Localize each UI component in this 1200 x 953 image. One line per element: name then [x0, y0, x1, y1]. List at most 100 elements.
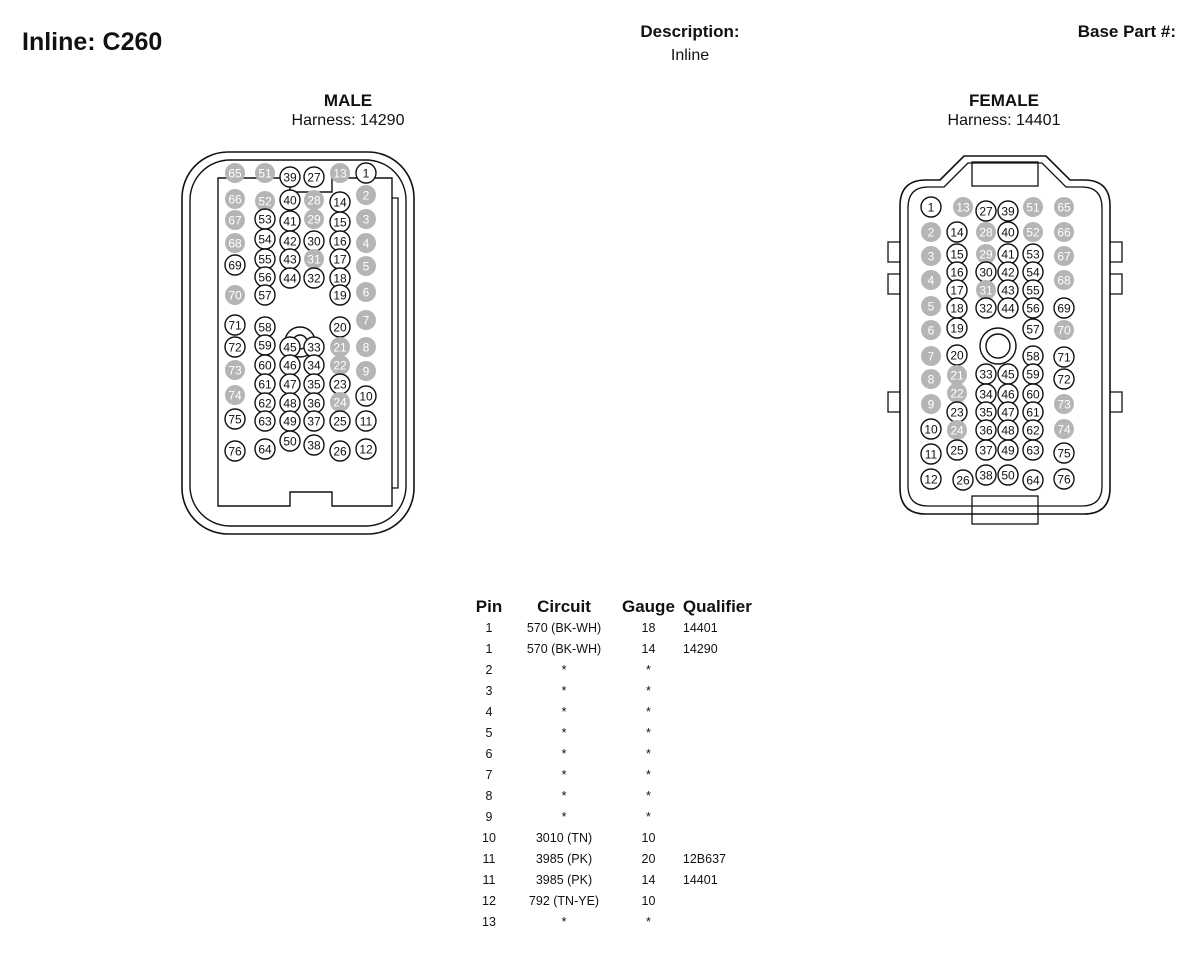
male-pin-label-37: 37: [307, 415, 321, 429]
circuit-cell: *: [561, 663, 567, 677]
female-pin-6: [921, 320, 941, 340]
gauge-cell: *: [646, 789, 651, 803]
male-pin-8: [356, 337, 376, 357]
female-pin-label-6: 6: [928, 324, 935, 338]
male-pin-label-2: 2: [363, 189, 370, 203]
male-pin-65: [225, 163, 245, 183]
circuit-cell: *: [561, 768, 567, 782]
female-pin-label-65: 65: [1057, 201, 1071, 215]
female-pin-label-52: 52: [1026, 226, 1040, 240]
male-pin-label-53: 53: [258, 213, 272, 227]
male-pin-63: [254, 410, 276, 432]
female-pin-label-63: 63: [1026, 444, 1040, 458]
female-pin-label-3: 3: [928, 250, 935, 264]
female-bottom-latch: [971, 495, 1039, 525]
female-pin-7: [921, 346, 941, 366]
female-pin-label-12: 12: [924, 473, 938, 487]
male-pin-label-66: 66: [228, 193, 242, 207]
gauge-cell: *: [646, 915, 651, 929]
female-pin-68: [1054, 270, 1074, 290]
female-pin-11: [920, 443, 942, 465]
female-pin-label-24: 24: [950, 424, 964, 438]
male-pin-label-35: 35: [307, 378, 321, 392]
female-pin-38: [975, 464, 997, 486]
female-pin-26: [952, 469, 974, 491]
female-pin-label-44: 44: [1001, 302, 1015, 316]
female-pin-1: [920, 196, 942, 218]
male-pin-32: [303, 267, 325, 289]
table-row: 3**: [468, 681, 763, 702]
female-pin-label-55: 55: [1026, 284, 1040, 298]
female-pin-label-31: 31: [979, 284, 993, 298]
circuit-cell: *: [561, 810, 567, 824]
table-row: 6**: [468, 744, 763, 765]
base-part-label: Base Part #:: [1077, 22, 1176, 41]
qualifier-cell: [679, 807, 763, 828]
male-pin-74: [225, 385, 245, 405]
male-pin-5: [356, 256, 376, 276]
male-pin-12: [355, 438, 377, 460]
male-pin-31: [304, 249, 324, 269]
pin-cell: 1: [485, 642, 493, 656]
female-pin-label-28: 28: [979, 226, 993, 240]
female-pin-label-35: 35: [979, 406, 993, 420]
female-pin-label-29: 29: [979, 248, 993, 262]
pin-cell: 12: [482, 894, 496, 908]
circuit-cell: 3010 (TN): [535, 831, 593, 845]
male-pin-label-45: 45: [283, 341, 297, 355]
female-pin-76: [1053, 468, 1075, 490]
male-pin-label-12: 12: [359, 443, 373, 457]
male-pin-label-58: 58: [258, 321, 272, 335]
male-pin-label-16: 16: [333, 235, 347, 249]
circuit-cell: *: [561, 915, 567, 929]
pin-cell: 6: [485, 747, 493, 761]
female-pin-51: [1023, 197, 1043, 217]
male-pin-label-34: 34: [307, 359, 321, 373]
female-pin-label-42: 42: [1001, 266, 1015, 280]
male-pin-44: [279, 267, 301, 289]
circuit-cell: 570 (BK-WH): [526, 621, 602, 635]
pin-cell: 10: [482, 831, 496, 845]
male-pin-label-68: 68: [228, 237, 242, 251]
qualifier-cell: 12B637: [682, 852, 727, 866]
male-pin-57: [254, 284, 276, 306]
male-pin-label-47: 47: [283, 378, 297, 392]
male-pin-27: [303, 166, 325, 188]
male-pin-label-9: 9: [363, 365, 370, 379]
pin-cell: 9: [485, 810, 493, 824]
gauge-cell: 14: [641, 873, 656, 887]
male-pin-11: [355, 410, 377, 432]
female-pin-57: [1022, 318, 1044, 340]
female-pin-label-19: 19: [950, 322, 964, 336]
qualifier-cell: 14401: [682, 621, 718, 635]
male-pin-51: [255, 163, 275, 183]
female-pin-label-21: 21: [950, 369, 964, 383]
female-pin-label-61: 61: [1026, 406, 1040, 420]
male-pin-label-18: 18: [333, 272, 347, 286]
gauge-cell: *: [646, 684, 651, 698]
male-pin-label-33: 33: [307, 341, 321, 355]
female-pin-64: [1022, 469, 1044, 491]
female-pin-39: [997, 200, 1019, 222]
male-pin-label-61: 61: [258, 378, 272, 392]
female-harness-label: Harness: 14401: [947, 112, 1061, 129]
female-pin-21: [947, 365, 967, 385]
circuit-cell: 3985 (PK): [535, 873, 593, 887]
male-pin-label-76: 76: [228, 445, 242, 459]
male-pin-label-20: 20: [333, 321, 347, 335]
female-pin-75: [1053, 442, 1075, 464]
female-pin-label-67: 67: [1057, 250, 1071, 264]
female-pin-67: [1054, 246, 1074, 266]
female-pin-70: [1054, 320, 1074, 340]
female-pin-label-53: 53: [1026, 248, 1040, 262]
female-pin-label-39: 39: [1001, 205, 1015, 219]
pin-column-header: Pin: [475, 597, 503, 616]
male-pin-label-60: 60: [258, 359, 272, 373]
female-pin-label-56: 56: [1026, 302, 1040, 316]
male-pin-2: [356, 185, 376, 205]
male-pin-label-10: 10: [359, 390, 373, 404]
table-row: 9**: [468, 807, 763, 828]
male-pin-10: [355, 385, 377, 407]
